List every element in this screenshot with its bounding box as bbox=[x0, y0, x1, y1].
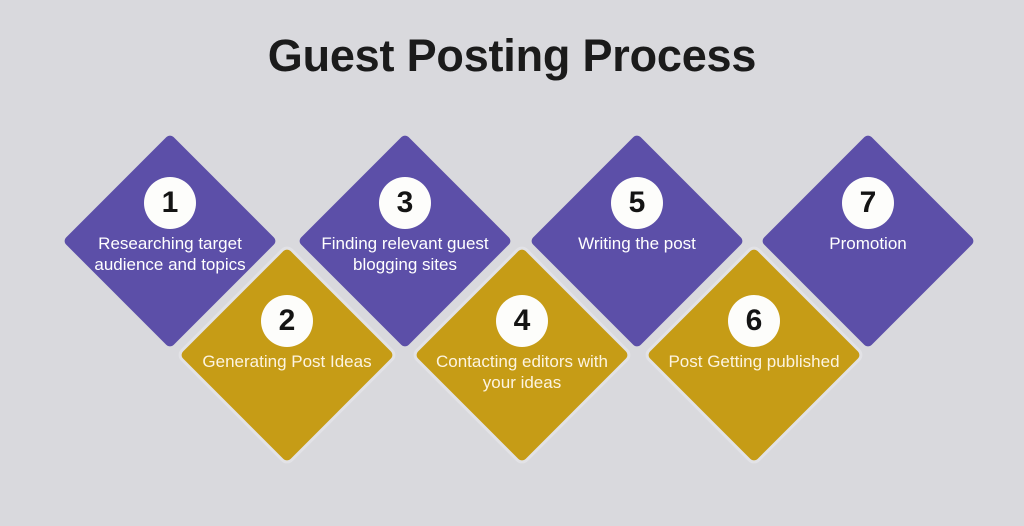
process-step-3[interactable]: 3 Finding relevant guest blogging sites bbox=[297, 133, 513, 349]
process-step-7[interactable]: 7 Promotion bbox=[760, 133, 976, 349]
step-number-badge-1: 1 bbox=[144, 177, 196, 229]
step-number-badge-4: 4 bbox=[496, 295, 548, 347]
step-label-7: Promotion bbox=[829, 234, 907, 253]
step-number-badge-2: 2 bbox=[261, 295, 313, 347]
step-label-4: Contacting editors with your ideas bbox=[436, 352, 608, 393]
process-step-4[interactable]: 4 Contacting editors with your ideas bbox=[414, 247, 630, 463]
step-label-5: Writing the post bbox=[578, 234, 696, 253]
process-step-1[interactable]: 1 Researching target audience and topics bbox=[62, 133, 278, 349]
step-number-badge-7: 7 bbox=[842, 177, 894, 229]
step-number-badge-5: 5 bbox=[611, 177, 663, 229]
process-step-6[interactable]: 6 Post Getting published bbox=[646, 247, 862, 463]
process-step-2[interactable]: 2 Generating Post Ideas bbox=[179, 247, 395, 463]
step-label-1: Researching target audience and topics bbox=[94, 234, 246, 275]
page-title: Guest Posting Process bbox=[267, 30, 757, 81]
step-label-2: Generating Post Ideas bbox=[202, 352, 372, 371]
step-label-3: Finding relevant guest blogging sites bbox=[321, 234, 489, 275]
step-number-badge-3: 3 bbox=[379, 177, 431, 229]
step-number-badge-6: 6 bbox=[728, 295, 780, 347]
process-step-5[interactable]: 5 Writing the post bbox=[529, 133, 745, 349]
step-label-6: Post Getting published bbox=[668, 352, 840, 371]
